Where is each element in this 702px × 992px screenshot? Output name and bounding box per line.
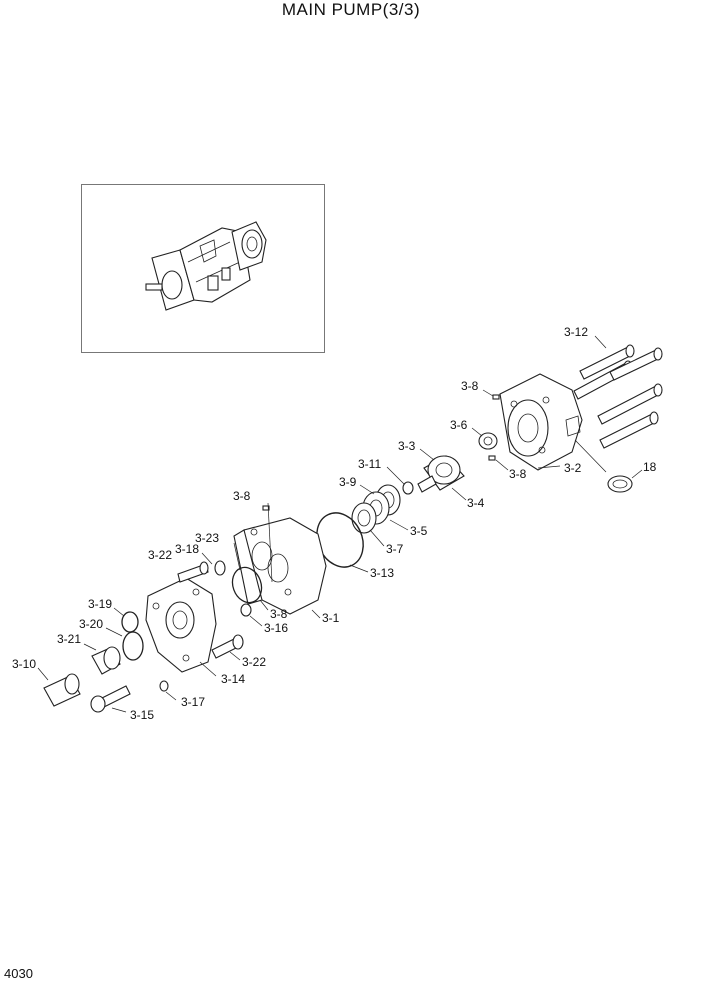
callout-18: 18 — [643, 460, 657, 474]
callout-3-8: 3-8 — [461, 379, 479, 393]
bushing-3-21 — [91, 646, 121, 675]
callout-3-8: 3-8 — [270, 607, 288, 621]
callout-3-15: 3-15 — [130, 708, 154, 722]
callout-3-14: 3-14 — [221, 672, 245, 686]
callout-3-4: 3-4 — [467, 496, 485, 510]
callout-3-7: 3-7 — [386, 542, 404, 556]
callout-3-17: 3-17 — [181, 695, 205, 709]
callout-3-12: 3-12 — [564, 325, 588, 339]
callout-3-23: 3-23 — [195, 531, 219, 545]
callout-3-1: 3-1 — [322, 611, 340, 625]
o-ring-3-23-small — [214, 560, 226, 576]
callout-3-22: 3-22 — [148, 548, 172, 562]
page-title: MAIN PUMP(3/3) — [281, 0, 421, 19]
bolt-3-22 — [177, 561, 244, 659]
callout-3-8: 3-8 — [509, 467, 527, 481]
o-ring-3-23 — [231, 566, 263, 604]
leader-lines — [37, 335, 643, 713]
callout-3-20: 3-20 — [79, 617, 103, 631]
bushing-3-6 — [478, 432, 498, 450]
front-flange-3-14 — [145, 577, 217, 673]
pin-3-8-b — [488, 455, 496, 461]
callout-3-9: 3-9 — [339, 475, 357, 489]
callout-3-3: 3-3 — [398, 439, 416, 453]
pin-3-8-c — [262, 505, 270, 511]
bolt-3-15 — [90, 685, 131, 713]
rear-housing-3-2 — [499, 373, 583, 471]
overview-inset — [81, 184, 325, 353]
bolt-3-12 — [573, 344, 663, 449]
pump-overview-icon — [145, 221, 267, 311]
ring-3-11 — [402, 481, 414, 495]
callout-3-2: 3-2 — [564, 461, 582, 475]
callout-3-6: 3-6 — [450, 418, 468, 432]
plug-18 — [607, 475, 633, 493]
callout-3-11: 3-11 — [358, 457, 381, 471]
ring-3-17 — [159, 680, 169, 692]
gear-shaft-3-3 — [417, 455, 465, 493]
callout-3-10: 3-10 — [12, 657, 36, 671]
page-number: 4030 — [4, 966, 33, 981]
seal-plates-3-9 — [351, 484, 401, 534]
callout-3-16: 3-16 — [264, 621, 288, 635]
callout-3-18: 3-18 — [175, 542, 199, 556]
pin-3-8-a — [492, 394, 500, 400]
callout-3-8: 3-8 — [233, 489, 251, 503]
callout-3-5: 3-5 — [410, 524, 428, 538]
callout-labels: 3-12 3-8 3-6 3-3 3-8 3-2 18 3-11 3-9 3-4… — [12, 325, 657, 722]
callout-3-21: 3-21 — [57, 632, 81, 646]
plug-3-10 — [43, 673, 81, 707]
o-ring-3-19 — [121, 611, 139, 633]
callout-3-13: 3-13 — [370, 566, 394, 580]
callout-3-19: 3-19 — [88, 597, 112, 611]
o-ring-3-20 — [122, 631, 144, 661]
gear-housing-3-1 — [233, 517, 327, 615]
callout-3-22: 3-22 — [242, 655, 266, 669]
o-ring-3-16 — [240, 603, 252, 617]
